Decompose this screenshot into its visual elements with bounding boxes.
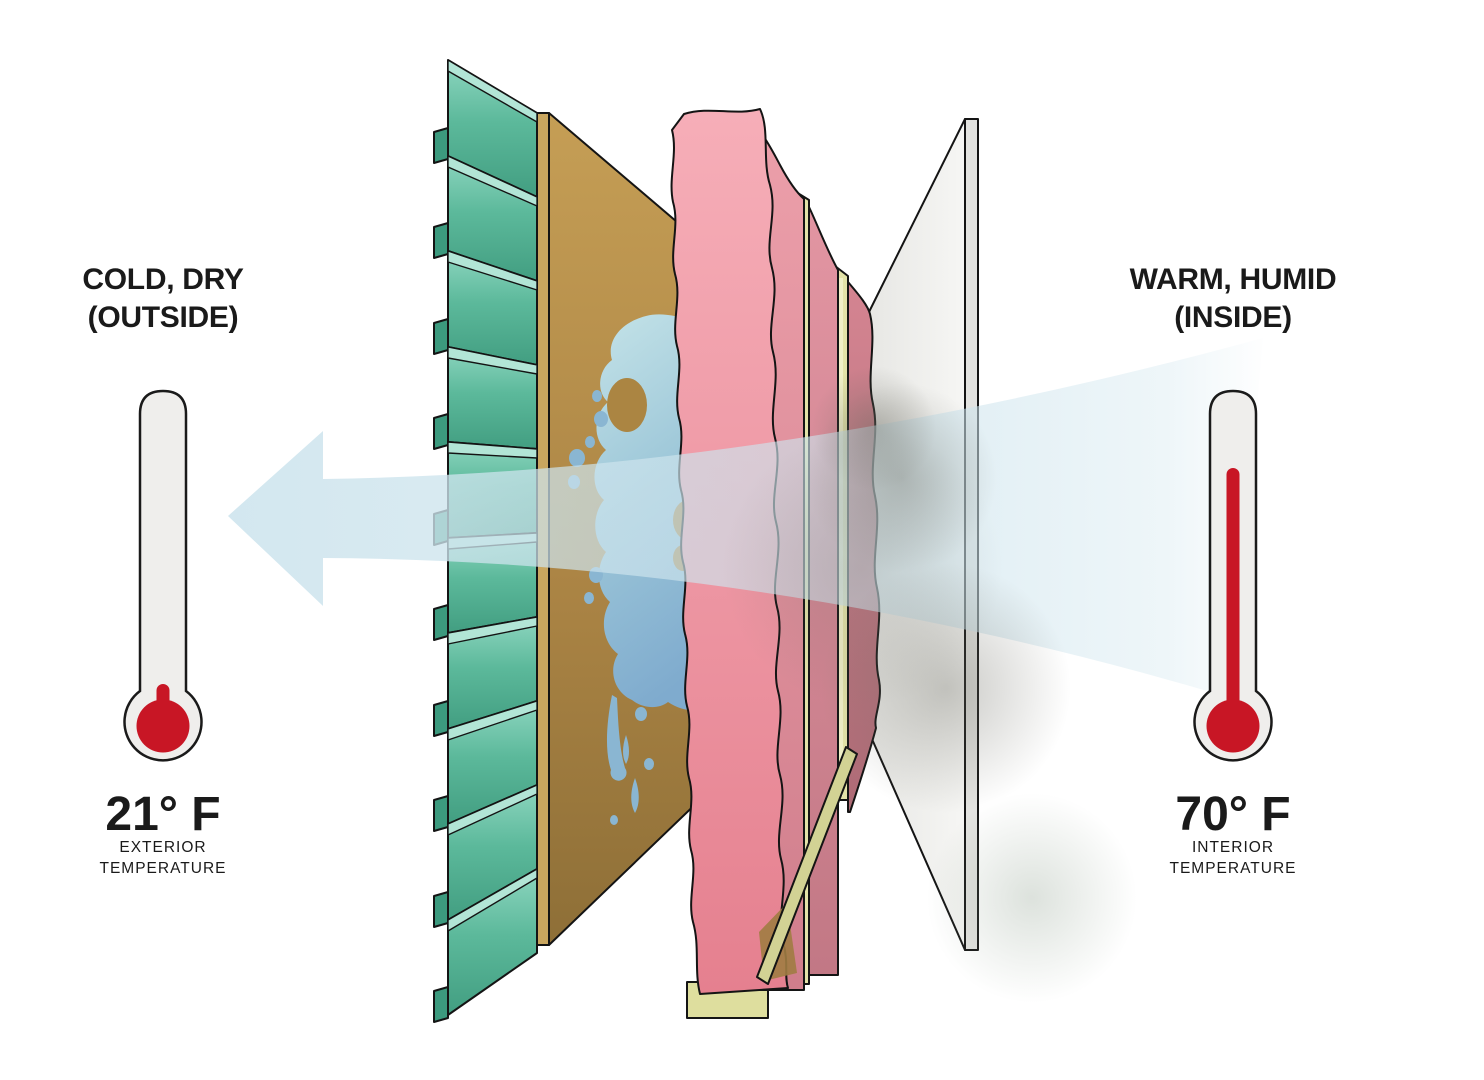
exterior-caption-line1: EXTERIOR: [119, 839, 206, 856]
siding-board: [433, 868, 538, 1023]
exterior-temperature-value: 21° F: [105, 788, 220, 841]
inside-label-line2: (INSIDE): [1174, 301, 1292, 334]
exterior-caption-line2: TEMPERATURE: [100, 860, 227, 877]
stain-hole: [607, 378, 647, 432]
interior-caption-line2: TEMPERATURE: [1170, 860, 1297, 877]
siding-board: [433, 784, 538, 928]
siding-board: [433, 155, 538, 282]
condensation-haze: [722, 366, 1137, 1003]
interior-caption-line1: INTERIOR: [1192, 839, 1274, 856]
interior-temperature-value: 70° F: [1175, 788, 1290, 841]
siding-board: [433, 250, 538, 366]
mercury-bulb: [136, 699, 190, 753]
outside-label-line2: (OUTSIDE): [88, 301, 239, 334]
inside-label-line1: WARM, HUMID: [1130, 263, 1337, 296]
thermometer-body: [123, 389, 203, 762]
siding-board: [433, 700, 538, 832]
mercury-column-high: [1226, 468, 1240, 730]
mercury-bulb: [1206, 699, 1260, 753]
outside-label-line1: COLD, DRY: [82, 263, 243, 296]
exterior-thermometer: [123, 389, 203, 762]
siding-board: [433, 346, 538, 450]
interior-thermometer: [1193, 389, 1273, 762]
